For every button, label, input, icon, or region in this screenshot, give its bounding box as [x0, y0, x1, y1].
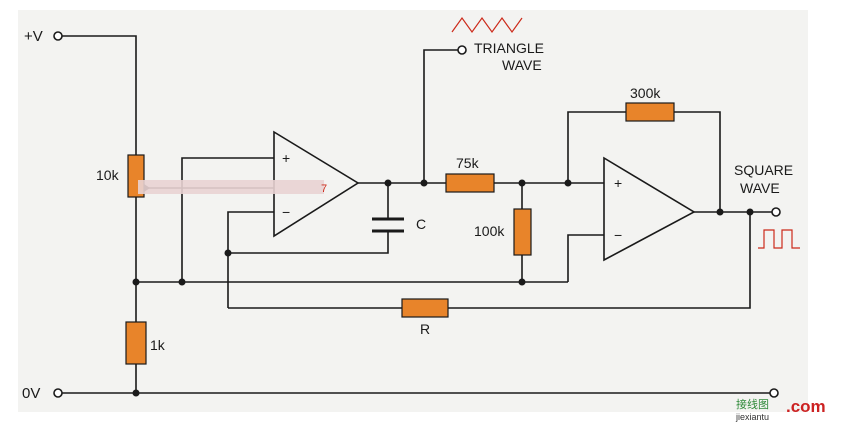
op1-plus-mark: +	[282, 150, 290, 166]
op2-minus-mark: −	[614, 227, 622, 243]
label-square-2: WAVE	[740, 180, 780, 196]
wire-op1-plus	[181, 157, 274, 282]
label-square-1: SQUARE	[734, 162, 793, 178]
op1-minus-mark: −	[282, 204, 290, 220]
wires	[62, 35, 772, 394]
smudge-mark: 7	[321, 183, 327, 195]
wire-300k-right	[674, 111, 721, 212]
label-triangle-1: TRIANGLE	[474, 40, 544, 56]
terminals	[53, 31, 781, 398]
watermark: 接线图 .com jiexiantu	[735, 397, 826, 422]
wire-supply-pos	[62, 35, 137, 155]
wire-triangle-tap	[423, 49, 458, 183]
terminal-square	[771, 207, 781, 217]
triangle-wave-icon	[451, 16, 523, 34]
redaction-smudge	[138, 180, 324, 194]
label-pot-10k: 10k	[96, 167, 120, 183]
label-supply-pos: +V	[24, 28, 43, 45]
watermark-domain: .com	[786, 397, 826, 416]
watermark-site: jiexiantu	[735, 412, 769, 422]
terminal-supply-pos	[53, 31, 63, 41]
label-r: R	[420, 321, 430, 337]
resistor-75k	[445, 173, 495, 193]
label-supply-zero: 0V	[22, 385, 40, 402]
watermark-logo-text: 接线图	[736, 397, 769, 411]
square-wave-icon	[758, 229, 800, 249]
wire-300k-loop	[567, 111, 626, 183]
resistor-300k	[625, 102, 675, 122]
wire-op2-minus	[567, 234, 604, 282]
label-1k: 1k	[150, 337, 166, 353]
resistor-r	[401, 298, 449, 318]
opamp-2	[603, 156, 696, 262]
label-300k: 300k	[630, 85, 661, 101]
resistor-1k	[125, 321, 147, 365]
resistor-100k	[513, 208, 532, 256]
op2-plus-mark: +	[614, 175, 622, 191]
wire-op1-minus	[227, 211, 274, 308]
terminal-zero	[53, 388, 63, 398]
wire-cap-bottom	[228, 231, 389, 254]
label-100k: 100k	[474, 223, 505, 239]
terminal-zero-right	[769, 388, 779, 398]
label-triangle-2: WAVE	[502, 57, 542, 73]
label-capacitor: C	[416, 216, 426, 232]
junction-dots	[132, 179, 754, 397]
wire-timing-right	[448, 212, 751, 309]
terminal-triangle	[457, 45, 467, 55]
label-75k: 75k	[456, 155, 480, 171]
capacitor-symbol	[372, 217, 404, 233]
